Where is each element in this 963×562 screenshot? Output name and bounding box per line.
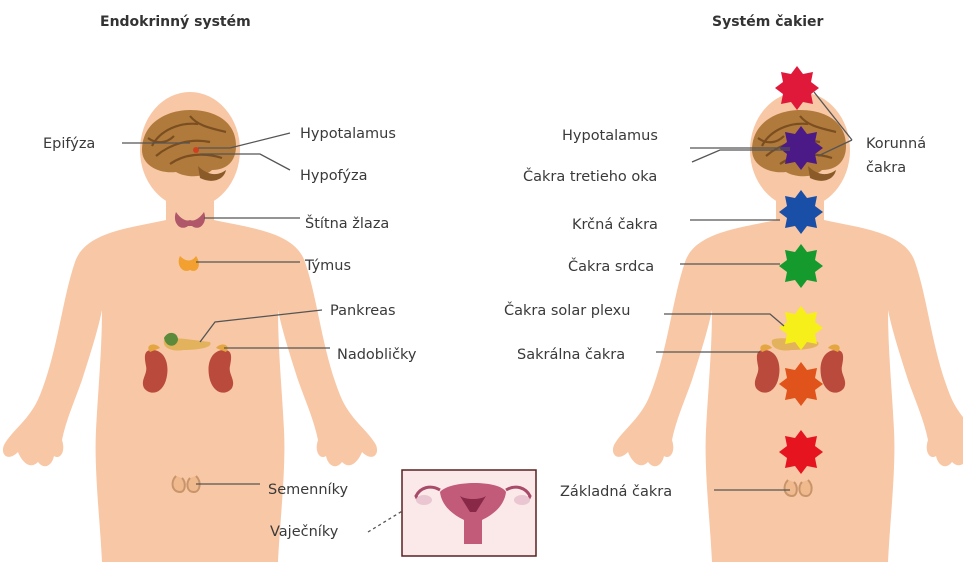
label-cakra-srdca: Čakra srdca <box>568 257 654 275</box>
label-semenniky: Semenníky <box>268 482 348 498</box>
label-cakra-tretieho-oka: Čakra tretieho oka <box>523 167 657 185</box>
label-zakladna-cakra: Základná čakra <box>560 484 672 500</box>
label-epifyza: Epifýza <box>43 136 95 152</box>
chakra-sacral-icon <box>779 362 823 406</box>
label-korunna-line2: čakra <box>866 160 906 176</box>
chakra-heart-icon <box>779 244 823 288</box>
label-korunna-line1: Korunná <box>866 136 926 152</box>
label-vajecniky: Vaječníky <box>270 524 339 540</box>
chakra-crown-icon <box>775 66 819 110</box>
label-tymus: Týmus <box>304 258 351 274</box>
label-hypotalamus-left: Hypotalamus <box>300 126 396 142</box>
label-hypotalamus-right: Hypotalamus <box>562 128 658 144</box>
label-krcna-cakra: Krčná čakra <box>572 217 658 233</box>
chakra-solar-plexus-icon <box>779 306 823 350</box>
label-hypofyza: Hypofýza <box>300 168 368 184</box>
right-panel-title: Systém čakier <box>712 14 824 30</box>
left-panel-title: Endokrinný systém <box>100 14 251 30</box>
label-pankreas: Pankreas <box>330 303 396 319</box>
chakra-root-icon <box>779 430 823 474</box>
label-nadoblicky: Nadobličky <box>337 347 417 363</box>
label-sakralna-cakra: Sakrálna čakra <box>517 347 625 363</box>
chakra-throat-icon <box>779 190 823 234</box>
uterus-inset <box>402 470 536 556</box>
label-cakra-solar-plexu: Čakra solar plexu <box>504 301 630 319</box>
label-stitna-zlaza: Štítna žlaza <box>305 214 389 232</box>
